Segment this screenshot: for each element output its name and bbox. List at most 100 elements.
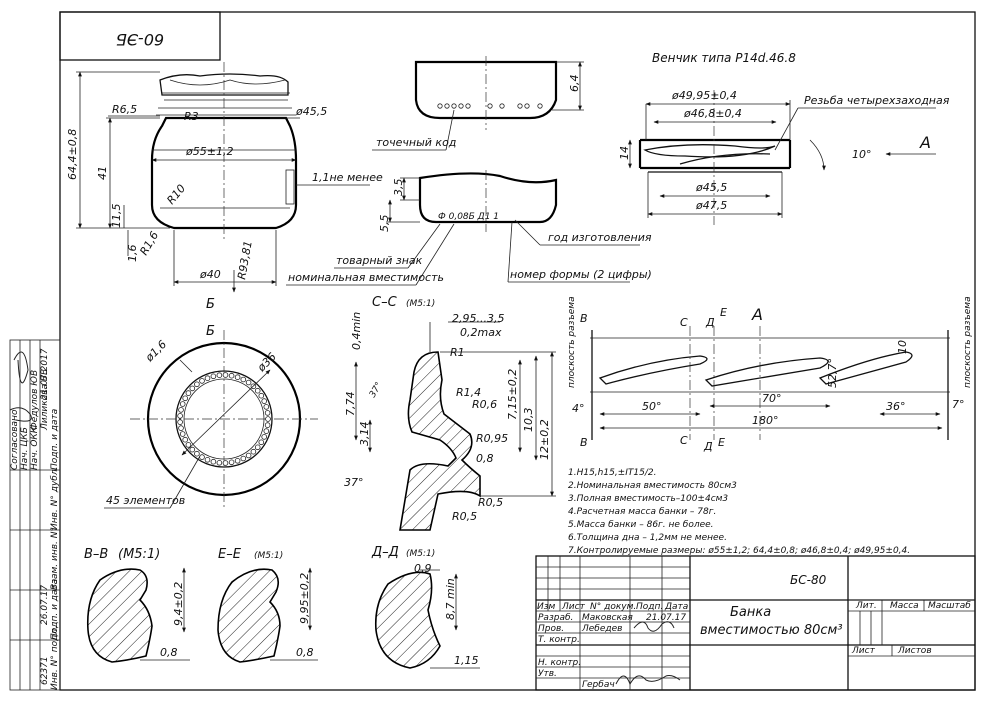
dim-995: 9,95±0,2	[298, 573, 311, 624]
note-7: 7.Контролируемые размеры: ø55±1,2; 64,4±…	[568, 546, 910, 556]
tb-name-2: вместимостью 80см³	[700, 623, 843, 638]
ring-element-dot	[254, 387, 261, 394]
angle-4deg: 4°	[572, 402, 585, 415]
tb-role-nkontr: Н. контр.	[538, 658, 581, 668]
ring-element-dot	[245, 452, 252, 459]
dim-r10: R10	[164, 182, 188, 207]
ring-element-dot	[182, 395, 189, 402]
dim-87min: 8,7 min	[444, 578, 457, 620]
ring-element-dot	[210, 458, 217, 465]
stamp-c9: Инв. N° дубл.	[50, 467, 60, 530]
section-ee-title: Е–Е	[218, 547, 242, 562]
ring-element-dot	[234, 374, 241, 381]
dim-bb-08: 0,8	[160, 646, 178, 659]
ring-element-dot	[240, 455, 247, 462]
dim-r65: R6,5	[112, 103, 137, 116]
ring-element-dot	[178, 407, 184, 413]
section-dd: Д–Д (М5:1) 0,9 8,7 min 1,15	[371, 545, 480, 669]
ring-element-dot	[254, 444, 261, 451]
cut-e-bottom: Е	[718, 436, 725, 449]
section-dd-title: Д–Д	[371, 545, 399, 560]
dim-103: 10,3	[522, 408, 535, 433]
dim-ee-08: 0,8	[296, 646, 314, 659]
dim-r3: R3	[184, 110, 199, 123]
dim-295: 2,95...3,5	[452, 312, 504, 325]
stamp-h2: 26.07.17	[40, 585, 50, 625]
ring-element-dot	[240, 376, 247, 383]
tb-col-data: Дата	[664, 602, 688, 612]
cut-c-bottom: С	[680, 434, 688, 447]
side-stamp: Согласовано Нач. ЦКБ Нач. ОКК Федулов ЮВ…	[9, 339, 61, 691]
stamp-h1: 21.07.2017	[40, 348, 50, 400]
dim-r095: R0,95	[476, 432, 508, 445]
ring-element-dot	[210, 373, 217, 380]
ring-element-dot	[216, 372, 223, 379]
dim-d4995: ø49,95±0,4	[671, 89, 737, 102]
note-3: 3.Полная вместимость–100±4см3	[568, 494, 728, 504]
dot-code-detail: 6,4 точечный код	[372, 56, 584, 151]
dim-r05a: R0,5	[478, 496, 503, 509]
section-cc-scale: (М5:1)	[406, 299, 435, 309]
dim-body-diameter: ø55±1,2	[185, 145, 233, 158]
tb-role-prov: Пров.	[538, 624, 564, 634]
technical-notes: 1.Н15,h15,±IT15/2. 2.Номинальная вместим…	[568, 468, 910, 556]
finish-view: Венчик типа P14d.46.8 ø49,95±0,4 ø46,8±0…	[618, 51, 950, 225]
dim-715: 7,15±0,2	[506, 369, 519, 420]
stamp-c7: Подп. и дата	[50, 579, 60, 640]
ring-element-dot	[182, 436, 189, 443]
note-6: 6.Толщина дна – 1,2мм не менее.	[568, 533, 727, 543]
ring-element-dot	[261, 434, 268, 440]
stamp-c8: Взам. инв. N°	[50, 527, 60, 590]
dim-height-41: 41	[96, 166, 109, 180]
ring-element-dot	[185, 442, 192, 448]
ring-element-dot	[250, 448, 257, 455]
section-cc-title: С–С	[372, 295, 398, 310]
ring-element-dot	[264, 410, 271, 416]
dim-bottom-diameter: ø40	[199, 268, 221, 281]
ring-element-dot	[216, 459, 223, 466]
dim-180deg: 180°	[752, 414, 779, 427]
stamp-c3: Нач. ОКК	[30, 426, 40, 470]
tb-col-podp: Подп.	[636, 602, 663, 612]
ring-element-dot	[222, 460, 229, 466]
ring-element-dot	[179, 431, 186, 437]
tb-col-sheet: Лист	[851, 646, 876, 656]
dim-09: 0,9	[414, 562, 432, 575]
dim-d468: ø46,8±0,4	[683, 107, 742, 120]
tb-role-utv: Утв.	[538, 669, 557, 679]
dim-r05b: R0,5	[452, 510, 477, 523]
doc-code-box	[59, 11, 221, 61]
ring-element-dot	[258, 439, 265, 446]
note-2: 2.Номинальная вместимость 80см3	[568, 481, 737, 491]
label-45-elements: 45 элементов	[106, 494, 185, 507]
tb-col-izm: Изм	[537, 602, 556, 612]
dim-r14: R1,4	[456, 386, 481, 399]
note-1: 1.Н15,h15,±IT15/2.	[568, 468, 656, 478]
dim-d475: ø47,5	[695, 199, 727, 212]
stamp-c1: Согласовано	[10, 409, 20, 470]
dim-r1: R1	[450, 346, 465, 359]
dim-neck-diameter: ø45,5	[295, 105, 327, 118]
jar-main-view: 64,4±0,8 41 11,5 1,6 ø55±1,2 ø45,5 ø40 R…	[66, 62, 383, 286]
thread-development: A 50° 70° 180° 36° 52,7° 10 4° 7° плоско…	[567, 296, 973, 453]
angle-7deg: 7°	[952, 398, 965, 411]
tb-col-scale: Масштаб	[928, 601, 971, 611]
ring-element-dot	[177, 413, 183, 419]
tb-col-list: Лист	[561, 602, 586, 612]
cut-c-top: С	[680, 316, 688, 329]
dim-10: 10	[896, 340, 909, 354]
angle-37b: 37°	[344, 476, 364, 489]
section-bb: В–В (М5:1) 9,4±0,2 0,8	[84, 547, 190, 663]
dim-04min: 0,4min	[350, 312, 363, 350]
dim-774: 7,74	[344, 392, 357, 417]
dim-64: 6,4	[568, 75, 581, 93]
dim-55: 5,5	[378, 215, 391, 233]
section-bb-scale: (М5:1)	[118, 547, 160, 562]
stamp-c10: Подп. и дата	[50, 409, 60, 470]
title-block: БС-80 Банка вместимостью 80см³ Лит. Масс…	[535, 555, 976, 691]
dim-d455: ø45,5	[695, 181, 727, 194]
cut-d-bottom: Д	[703, 440, 713, 453]
tb-name-prov: Лебедев	[581, 624, 622, 634]
dim-35: 3,5	[392, 179, 405, 197]
